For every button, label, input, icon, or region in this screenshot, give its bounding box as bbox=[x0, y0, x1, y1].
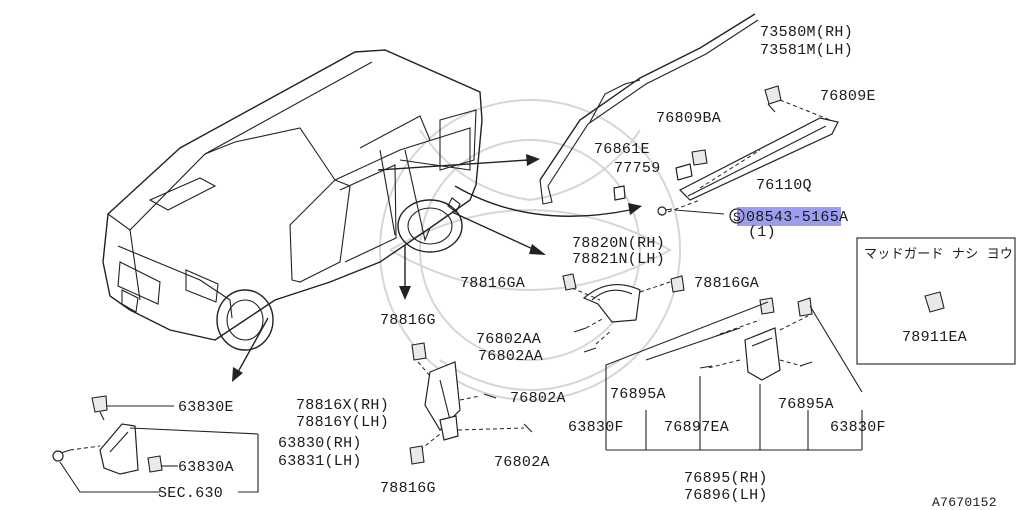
label-63830F-right[interactable]: 63830F bbox=[830, 419, 886, 436]
label-78820N[interactable]: 78820N(RH) bbox=[572, 235, 665, 252]
inset-panel bbox=[856, 237, 1016, 365]
label-qty: (1) bbox=[748, 224, 776, 241]
label-76895[interactable]: 76895(RH) bbox=[684, 470, 768, 487]
label-77759[interactable]: 77759 bbox=[614, 160, 661, 177]
label-76809E[interactable]: 76809E bbox=[820, 88, 876, 105]
label-76802AA-a[interactable]: 76802AA bbox=[476, 331, 541, 348]
label-78816GA-right[interactable]: 78816GA bbox=[694, 275, 759, 292]
label-76897EA[interactable]: 76897EA bbox=[664, 419, 729, 436]
label-63830[interactable]: 63830(RH) bbox=[278, 435, 362, 452]
label-63831[interactable]: 63831(LH) bbox=[278, 453, 362, 470]
highlight-box bbox=[737, 207, 841, 226]
label-76809BA[interactable]: 76809BA bbox=[656, 110, 721, 127]
label-78816X[interactable]: 78816X(RH) bbox=[296, 397, 389, 414]
arch-protector-assembly bbox=[562, 273, 685, 353]
label-78816G-top[interactable]: 78816G bbox=[380, 312, 436, 329]
label-s-prefix: S bbox=[733, 210, 741, 225]
front-mudguard-assembly bbox=[52, 395, 259, 493]
label-78821N[interactable]: 78821N(LH) bbox=[572, 251, 665, 268]
label-63830A[interactable]: 63830A bbox=[178, 459, 234, 476]
label-76895A-left[interactable]: 76895A bbox=[610, 386, 666, 403]
callout-arrows bbox=[232, 154, 642, 382]
s-marker-circle bbox=[729, 208, 745, 224]
label-76861E[interactable]: 76861E bbox=[594, 141, 650, 158]
label-78911EA[interactable]: 78911EA bbox=[902, 329, 967, 346]
label-76896[interactable]: 76896(LH) bbox=[684, 487, 768, 504]
label-76802A-a[interactable]: 76802A bbox=[510, 390, 566, 407]
label-78816G-bottom[interactable]: 78816G bbox=[380, 480, 436, 497]
label-63830E[interactable]: 63830E bbox=[178, 399, 234, 416]
label-63830F-left[interactable]: 63830F bbox=[568, 419, 624, 436]
label-76110Q[interactable]: 76110Q bbox=[756, 177, 812, 194]
splash-bracket-assembly bbox=[409, 342, 533, 465]
label-76802A-b[interactable]: 76802A bbox=[494, 454, 550, 471]
rear-mudguard-assembly bbox=[605, 297, 863, 451]
roof-molding bbox=[539, 13, 759, 205]
inset-title: マッドガード ナシ ヨウ bbox=[864, 247, 1013, 262]
label-78816GA-left[interactable]: 78816GA bbox=[460, 275, 525, 292]
label-76802AA-b[interactable]: 76802AA bbox=[478, 348, 543, 365]
van-illustration bbox=[102, 49, 483, 351]
label-76895A-right[interactable]: 76895A bbox=[778, 396, 834, 413]
side-sill-assembly bbox=[613, 85, 839, 224]
watermark-emblem bbox=[379, 99, 681, 401]
label-73580M[interactable]: 73580M(RH) bbox=[760, 24, 853, 41]
label-73581M[interactable]: 73581M(LH) bbox=[760, 42, 853, 59]
label-08543-5165A[interactable]: 08543-5165A bbox=[746, 209, 848, 226]
label-78816Y[interactable]: 78816Y(LH) bbox=[296, 414, 389, 431]
diagram-id: A7670152 bbox=[932, 495, 997, 510]
label-sec630[interactable]: SEC.630 bbox=[158, 485, 223, 502]
